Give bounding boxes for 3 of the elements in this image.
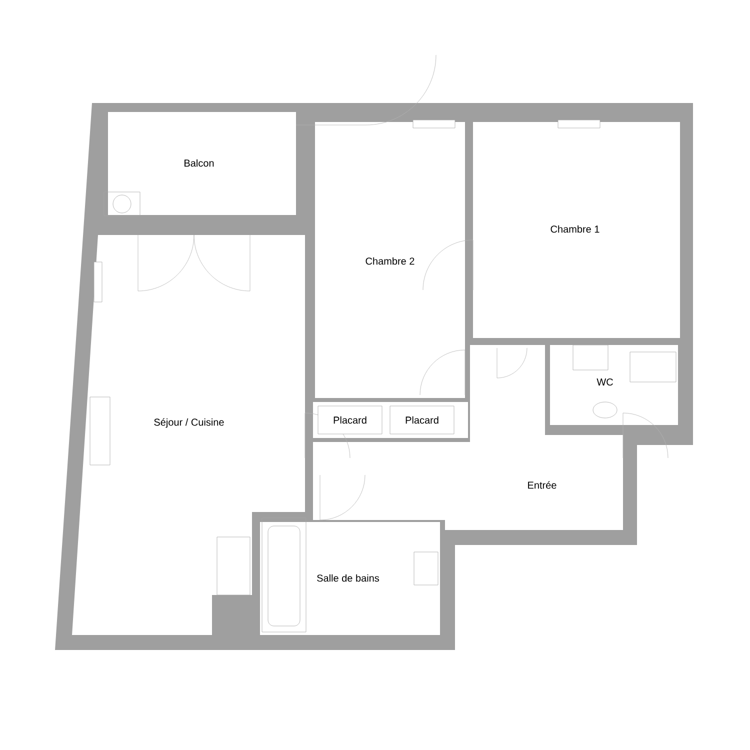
closet-box: Placard <box>390 406 454 434</box>
room-label: Séjour / Cuisine <box>152 417 226 429</box>
closet-box: Placard <box>318 406 382 434</box>
